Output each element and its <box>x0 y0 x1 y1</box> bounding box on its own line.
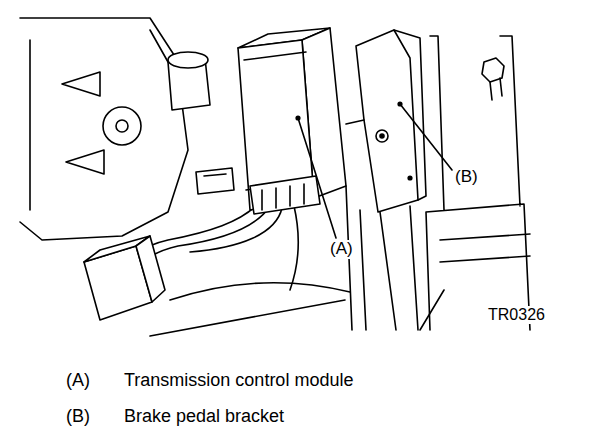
switch-cap <box>168 52 208 68</box>
callout-letter: (A) <box>328 240 355 259</box>
bracket-bolt <box>376 130 388 142</box>
legend-letter: (A) <box>64 371 92 391</box>
wire-harness <box>142 206 270 262</box>
wire-harness <box>190 208 282 252</box>
panel-plate <box>20 18 188 240</box>
wire-harness <box>290 206 298 290</box>
leader-line <box>400 104 452 170</box>
connector-block-side <box>136 236 165 302</box>
bracket-bolt-center <box>380 134 384 138</box>
legend-letter: (B) <box>64 407 92 427</box>
legend-text: Transmission control module <box>122 371 355 391</box>
clip <box>196 168 234 194</box>
right-assembly <box>426 36 530 330</box>
structure-line <box>150 283 350 336</box>
plate-hole-inner <box>116 120 128 132</box>
callout-letter: (B) <box>453 168 480 187</box>
lower-frame <box>380 206 418 330</box>
plate-tab <box>62 72 104 174</box>
pedal-bracket <box>356 30 418 212</box>
module-rib <box>244 52 311 190</box>
figure-code: TR0326 <box>486 306 547 324</box>
leader-line <box>298 118 336 238</box>
module-connector <box>250 176 320 214</box>
bolt-shank <box>490 78 502 100</box>
plate-hole <box>103 107 141 145</box>
pedal-bracket-flange <box>346 30 426 200</box>
legend-text: Brake pedal bracket <box>122 407 286 427</box>
bracket-dot <box>408 176 412 180</box>
plate-edge <box>30 30 168 210</box>
